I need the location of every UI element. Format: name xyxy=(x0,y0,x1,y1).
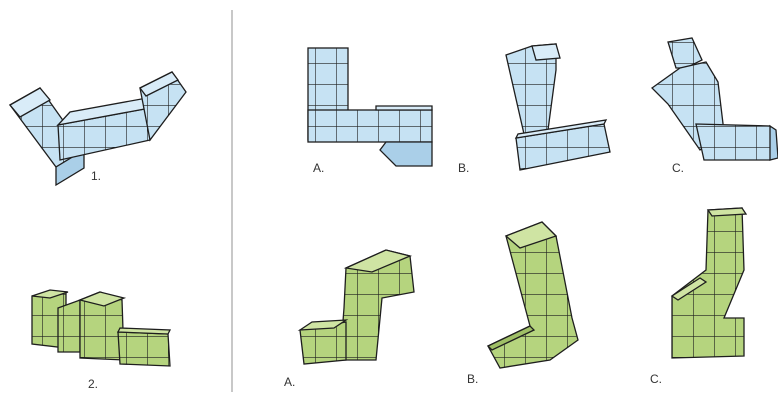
option-b-shape-2[interactable] xyxy=(488,222,578,368)
option-c-label-2: C. xyxy=(650,372,662,386)
option-b-label-1: B. xyxy=(458,161,469,175)
option-c-label-1: C. xyxy=(672,161,684,175)
option-b-shape-1[interactable] xyxy=(506,44,610,170)
option-a-label-2: A. xyxy=(284,375,295,389)
option-c-shape-2[interactable] xyxy=(672,208,746,358)
option-a-shape-1[interactable] xyxy=(308,48,432,166)
option-c-shape-1[interactable] xyxy=(652,38,778,160)
option-a-label-1: A. xyxy=(313,161,324,175)
reference-label-1: 1. xyxy=(91,169,101,183)
reference-shape-2 xyxy=(32,290,170,366)
option-a-shape-2[interactable] xyxy=(300,250,414,364)
reference-label-2: 2. xyxy=(88,377,98,391)
option-b-label-2: B. xyxy=(467,372,478,386)
